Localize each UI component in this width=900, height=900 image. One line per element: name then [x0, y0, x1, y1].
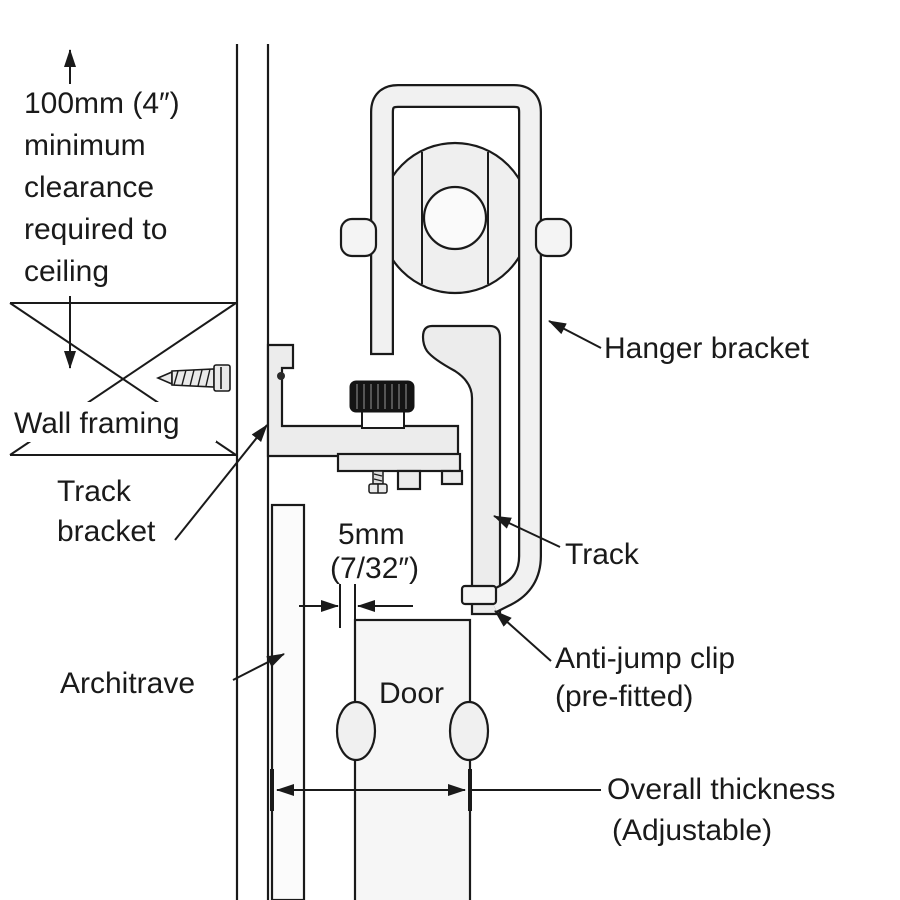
label-gap-line1: 5mm	[338, 518, 405, 551]
axle-pin-left	[339, 217, 378, 258]
track-leader	[493, 515, 561, 548]
label-architrave: Architrave	[60, 667, 195, 700]
label-anti-jump-clip-line1: Anti-jump clip	[555, 642, 735, 675]
track-bracket-leader	[174, 424, 268, 541]
anti-jump-clip-part	[460, 584, 498, 606]
framing-screw	[155, 364, 231, 392]
door-bolt-left	[335, 700, 377, 762]
label-track: Track	[565, 538, 640, 571]
axle-pin-right	[534, 217, 573, 258]
anti-jump-clip-leader	[494, 610, 552, 662]
label-overall-thickness-line2: (Adjustable)	[612, 814, 772, 847]
track-bracket-part	[266, 343, 460, 458]
label-clearance-line2: minimum	[24, 129, 146, 162]
label-gap-line2: (7/32″)	[330, 552, 419, 585]
label-wall-framing: Wall framing	[14, 407, 180, 440]
wall-framing-section	[8, 302, 237, 456]
label-clearance-line4: required to	[24, 213, 167, 246]
label-overall-thickness-line1: Overall thickness	[607, 773, 835, 806]
label-track-bracket-line1: Track	[57, 475, 132, 508]
bracket-screw-head	[277, 372, 285, 380]
wall-lines	[235, 44, 270, 900]
label-clearance-line3: clearance	[24, 171, 154, 204]
hanger-bracket-leader	[548, 320, 602, 349]
label-clearance-line1: 100mm (4″)	[24, 87, 180, 120]
roller-wheel	[378, 141, 532, 295]
label-door: Door	[379, 677, 444, 710]
label-hanger-bracket: Hanger bracket	[604, 332, 810, 365]
architrave-leader	[232, 653, 285, 681]
label-track-bracket-line2: bracket	[57, 515, 156, 548]
label-clearance-line5: ceiling	[24, 255, 109, 288]
label-anti-jump-clip-line2: (pre-fitted)	[555, 680, 693, 713]
door-bolt-right	[448, 700, 490, 762]
door-panel	[335, 618, 490, 900]
hanger-bracket-strap	[370, 84, 542, 613]
adjustment-knob	[349, 380, 415, 429]
gap-dimension	[299, 584, 413, 628]
overall-thickness-dimension	[270, 769, 601, 811]
track-rail-profile	[421, 324, 502, 616]
track-extrusion	[336, 452, 464, 494]
architrave-board	[270, 503, 306, 900]
wall-framing-label-bg	[8, 402, 216, 442]
